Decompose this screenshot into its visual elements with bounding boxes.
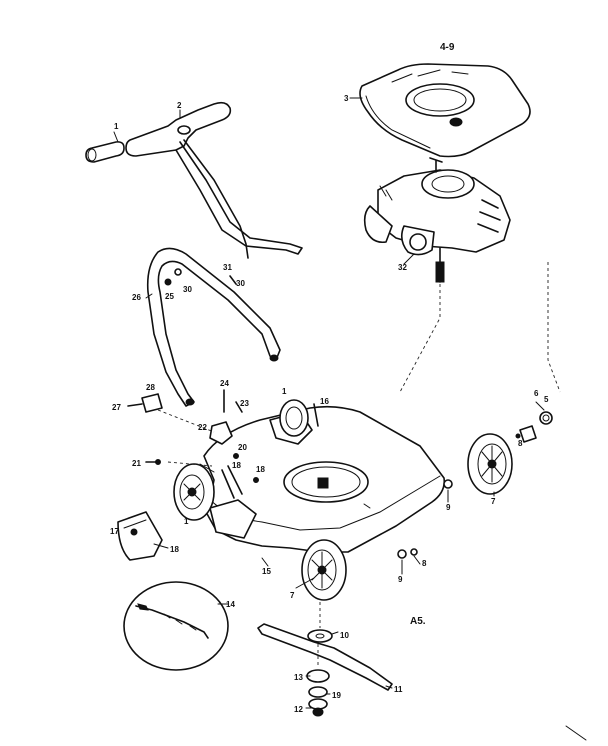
- top-rear-wheel: [279, 399, 309, 437]
- blade-hardware: [306, 602, 333, 717]
- callout-cap-5: 5: [544, 395, 549, 404]
- callout-plate-22: 22: [198, 423, 207, 432]
- callout-upper-handle: 2: [177, 101, 182, 110]
- front-wheel: [301, 539, 347, 601]
- callout-bracket: 28: [146, 383, 155, 392]
- handle-clip-parts: [164, 268, 237, 286]
- callout-blade: 11: [394, 685, 403, 694]
- rear-wheel-left: [173, 463, 215, 521]
- rear-door: [117, 511, 163, 561]
- callout-engine: 32: [398, 263, 407, 272]
- callout-screw-23: 23: [240, 399, 249, 408]
- callout-wheel-left: 1: [184, 517, 189, 526]
- handle-grip: [85, 141, 125, 163]
- blade-inset: [123, 581, 229, 671]
- callout-clip: 25: [165, 292, 174, 301]
- callout-bolt-31: 31: [223, 263, 232, 272]
- callout-deck: 15: [262, 567, 271, 576]
- callout-front-stud: 18: [256, 465, 265, 474]
- callout-link-20: 20: [238, 443, 247, 452]
- callout-shroud: 3: [344, 94, 349, 103]
- engine-shroud: [349, 63, 531, 158]
- right-wheel: [467, 433, 513, 495]
- callout-washer-8b: 8: [518, 439, 523, 448]
- axle-parts: [397, 411, 553, 559]
- callout-nut-9b: 9: [446, 503, 451, 512]
- callout-adjuster: 16: [320, 397, 329, 406]
- callout-bolt-30a: 30: [183, 285, 192, 294]
- lower-handle: [146, 247, 281, 407]
- mower-deck: [203, 405, 446, 553]
- callout-lower-handle: 26: [132, 293, 141, 302]
- callout-door-18: 18: [170, 545, 179, 554]
- upper-handle: [125, 101, 303, 259]
- callout-nut-9: 9: [398, 575, 403, 584]
- callout-wheel-front: 7: [290, 591, 295, 600]
- callout-adapter: 10: [340, 631, 349, 640]
- callout-bolt-21: 21: [132, 459, 141, 468]
- callout-wheel-right: 7: [491, 497, 496, 506]
- callout-rear-wheel-top: 1: [282, 387, 287, 396]
- callout-washer-13: 13: [294, 673, 303, 682]
- engine-assembly: [363, 157, 511, 283]
- top-reference: 4-9: [440, 42, 455, 53]
- callout-deck-bolt: 18: [232, 461, 241, 470]
- page-code: A5.: [410, 616, 426, 627]
- callout-handle-grip: 1: [114, 122, 119, 131]
- callout-washer-8: 8: [422, 559, 427, 568]
- callout-spring: 24: [220, 379, 229, 388]
- callout-blade-inset: 14: [226, 600, 235, 609]
- callout-lockwasher: 19: [332, 691, 341, 700]
- callout-axle-6: 6: [534, 389, 539, 398]
- callout-bolt-12: 12: [294, 705, 303, 714]
- bracket-parts: [127, 389, 319, 467]
- callout-bracket-bolt: 27: [112, 403, 121, 412]
- callout-door-17: 17: [110, 527, 119, 536]
- callout-bolt-30b: 30: [236, 279, 245, 288]
